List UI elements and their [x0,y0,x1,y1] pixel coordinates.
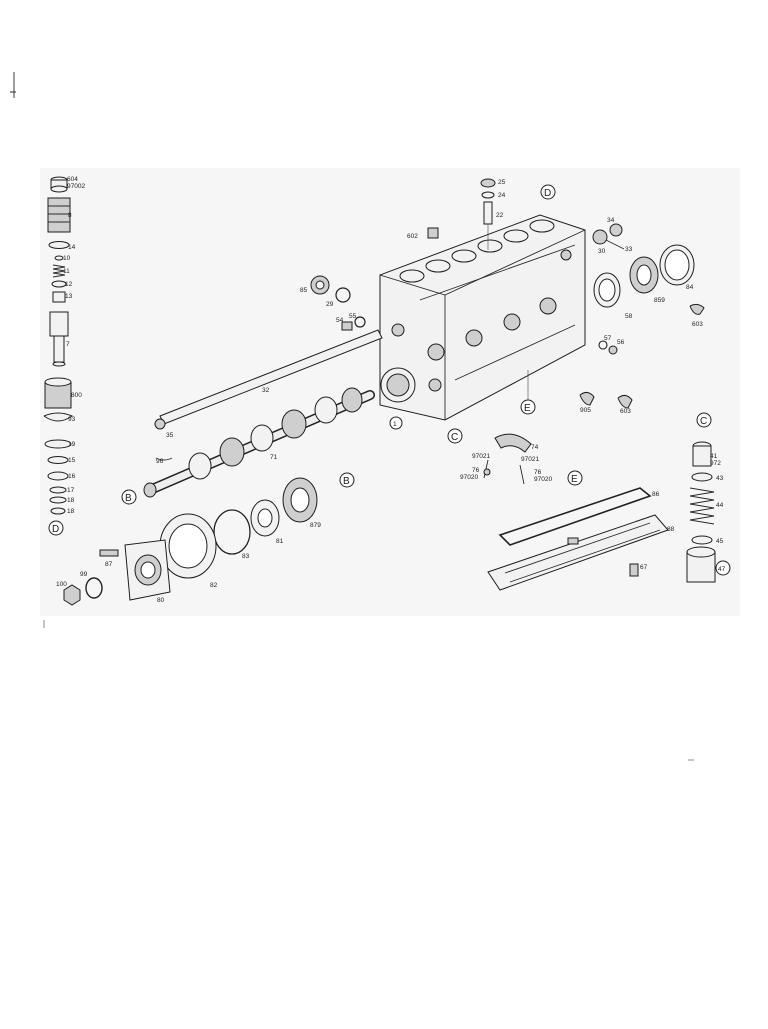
label-84: 84 [686,284,694,291]
label-76-left: 76 [472,467,480,474]
label-8: 8 [68,212,72,219]
label-71: 71 [270,454,278,461]
callout-d-bottom: D [52,524,59,535]
control-rod: 32 35 [154,329,383,439]
label-93: 93 [68,416,76,423]
bottom-cover-assembly: E 86 88 67 [487,470,675,591]
label-86: 86 [652,491,660,498]
label-99: 99 [80,571,88,578]
label-17: 17 [67,487,75,494]
label-34: 34 [607,217,615,224]
camshaft: 96 71 B [121,387,375,505]
label-83: 83 [242,553,250,560]
label-57: 57 [604,335,612,342]
label-85: 85 [300,287,308,294]
label-29: 29 [326,301,334,308]
label-55: 55 [349,313,357,320]
pump-housing [379,214,586,421]
label-67: 67 [640,564,648,571]
top-labels: 25 24 22 602 34 30 33 D [407,179,633,255]
label-25: 25 [498,179,506,186]
side-parts-left: 85 29 54 55 [300,275,366,331]
label-24: 24 [498,192,506,199]
label-54: 54 [336,317,344,324]
callout-c-right: C [700,416,707,427]
label-15: 15 [68,457,76,464]
label-18b: 18 [67,508,75,515]
label-905: 905 [580,407,591,414]
label-1: 1 [393,421,397,428]
roller-tappet-stack: C 41 972 43 44 45 47 [686,412,731,583]
label-604: 604 [67,176,78,183]
plunger-element-stack [43,176,74,536]
label-32: 32 [262,387,270,394]
label-80: 80 [157,597,165,604]
top-valve-parts [427,178,625,250]
label-14: 14 [68,244,76,251]
label-45: 45 [716,538,724,545]
label-97002: 97002 [67,183,85,190]
label-11: 11 [63,268,70,275]
label-30: 30 [598,248,606,255]
label-96: 96 [156,458,164,465]
label-35: 35 [166,432,174,439]
label-7: 7 [66,341,70,348]
corner-mark [10,72,16,98]
callout-e-housing: E [524,403,531,414]
label-56: 56 [617,339,625,346]
callout-c-housing: C [451,432,458,443]
label-76-right: 76 [534,469,542,476]
housing-small-parts: 57 56 905 603 1 C E [389,335,633,444]
label-18a: 18 [67,497,75,504]
label-100: 100 [56,581,67,588]
label-800: 800 [71,392,82,399]
label-19: 19 [68,441,76,448]
bearing-shell: 74 97021 97021 76 97020 76 97020 [460,433,552,485]
label-603-mid: 603 [620,408,631,415]
label-74: 74 [531,444,539,451]
right-bearing-parts: 58 859 84 603 [593,244,705,328]
label-602: 602 [407,233,418,240]
label-603-top: 603 [692,321,703,328]
callout-b-right: B [343,476,350,487]
label-879: 879 [310,522,321,529]
label-97021-right: 97021 [521,456,539,463]
label-47: 47 [718,566,726,573]
label-44: 44 [716,502,724,509]
label-97021-left: 97021 [472,453,490,460]
label-82: 82 [210,582,218,589]
label-972: 972 [710,460,721,467]
label-97020-left: 97020 [460,474,478,481]
label-33: 33 [625,246,633,253]
label-88: 88 [667,526,675,533]
callout-b-left: B [125,493,132,504]
label-10: 10 [63,255,71,262]
bearing-row: B 879 81 83 82 80 87 100 99 [56,472,355,606]
label-81: 81 [276,538,284,545]
label-58: 58 [625,313,633,320]
label-97020-right: 97020 [534,476,552,483]
label-43: 43 [716,475,724,482]
label-12: 12 [65,281,73,288]
label-16: 16 [68,473,76,480]
label-859: 859 [654,297,665,304]
left-stack-labels: 604 97002 8 14 10 11 12 13 7 800 93 19 1… [52,176,85,535]
callout-e-right: E [571,474,578,485]
label-87-left: 87 [105,561,113,568]
label-13: 13 [65,293,73,300]
callout-d-top: D [544,188,551,199]
label-22: 22 [496,212,504,219]
label-41: 41 [710,453,718,460]
